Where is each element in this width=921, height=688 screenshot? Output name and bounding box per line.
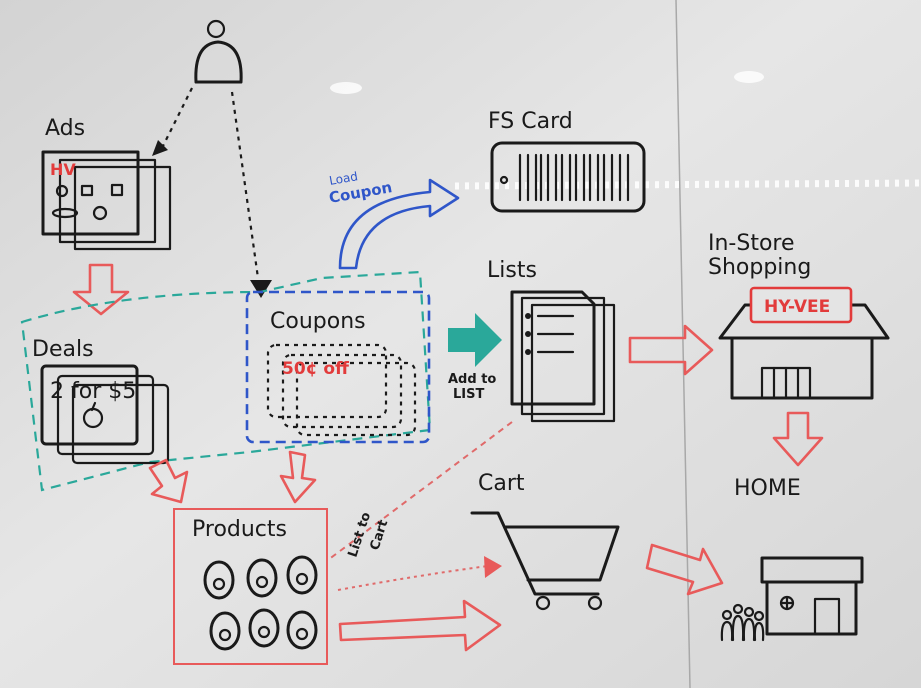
deals-title: Deals (32, 337, 94, 362)
ads-brand-label: HV (50, 160, 76, 179)
products-title: Products (192, 517, 287, 542)
lists-stack-icon (510, 290, 616, 423)
coupon-offer-text: 50¢ off (282, 359, 349, 379)
user-icon (194, 19, 243, 84)
add-to-list-label-2: LIST (453, 387, 484, 402)
deals-to-products-arrow (148, 458, 189, 504)
user-to-coupons-arrowhead (250, 280, 272, 298)
ads-title: Ads (45, 116, 85, 141)
ads-stack-icon (41, 150, 172, 251)
ceiling-light-reflection (330, 82, 362, 94)
light-strip-reflection (454, 179, 921, 190)
shopping-cart-icon (470, 511, 620, 611)
products-box (173, 508, 328, 665)
cart-to-home-arrow (645, 543, 724, 596)
ceiling-light-reflection (734, 71, 764, 83)
deal-offer-text: 2 for $5 (50, 379, 136, 404)
panel-seam (675, 0, 691, 688)
deals-region-outline (20, 270, 432, 492)
coupons-to-products-arrow (279, 450, 317, 504)
load-coupon-label-1: Load (328, 169, 359, 188)
user-to-ads-arrowhead (152, 140, 168, 156)
lists-to-store-arrow (628, 324, 714, 376)
store-sign-text: HY-VEE (764, 297, 830, 317)
fs-card-icon (490, 141, 646, 213)
fs-card-title: FS Card (488, 109, 573, 134)
ads-to-deals-arrow (72, 263, 130, 316)
deals-stack-icon (40, 364, 170, 465)
lists-to-products-dashed-line (327, 421, 513, 561)
family-people-icon (720, 603, 765, 642)
store-building-icon (718, 286, 890, 400)
list-to-cart-dotted-arrow (337, 565, 489, 591)
products-to-cart-arrow (338, 599, 502, 652)
lists-title: Lists (487, 258, 537, 283)
user-to-ads-arrow (161, 87, 193, 149)
coupons-region-outline (245, 290, 431, 444)
load-coupon-arrow (338, 178, 460, 270)
list-to-cart-arrowhead (484, 556, 502, 578)
coupon-stack-icon (266, 343, 417, 437)
in-store-title-2: Shopping (708, 255, 811, 280)
user-to-coupons-arrow (230, 91, 260, 279)
add-to-list-arrow (448, 313, 502, 367)
add-to-list-label-1: Add to (448, 372, 496, 387)
products-grid-icon (203, 555, 318, 651)
in-store-title-1: In-Store (708, 231, 795, 256)
home-title: HOME (734, 476, 801, 501)
store-to-home-arrow (772, 411, 824, 467)
home-house-icon (760, 556, 864, 636)
coupons-title: Coupons (270, 309, 366, 334)
cart-title: Cart (478, 471, 525, 496)
